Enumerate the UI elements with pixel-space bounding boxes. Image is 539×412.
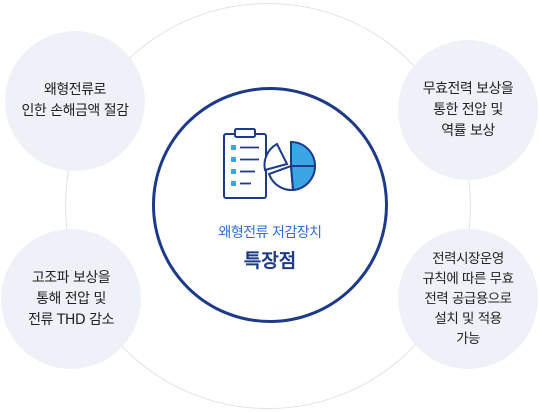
feature-text: 무효전력 보상을 통한 전압 및 역률 보상 <box>422 80 514 139</box>
center-title: 특장점 <box>243 250 297 272</box>
feature-text: 전력시장운영 규칙에 따른 무효 전력 공급용으로 설치 및 적용 가능 <box>422 251 514 347</box>
outer-ring <box>65 3 471 409</box>
feature-text: 고조파 보상을 통해 전압 및 전류 THD 감소 <box>28 269 114 328</box>
feature-bubble-market-rules: 전력시장운영 규칙에 따른 무효 전력 공급용으로 설치 및 적용 가능 <box>398 229 538 369</box>
feature-text: 왜형전류로 인한 손해금액 절감 <box>21 82 129 119</box>
feature-bubble-loss-reduction: 왜형전류로 인한 손해금액 절감 <box>5 31 145 171</box>
center-subtitle: 왜형전류 저감장치 <box>218 225 323 241</box>
feature-bubble-reactive-power: 무효전력 보상을 통한 전압 및 역률 보상 <box>398 40 538 180</box>
center-circle: 왜형전류 저감장치 특장점 <box>152 87 388 323</box>
clipboard-pie-chart-icon <box>223 128 317 199</box>
feature-bubble-harmonic-thd: 고조파 보상을 통해 전압 및 전류 THD 감소 <box>1 229 141 369</box>
